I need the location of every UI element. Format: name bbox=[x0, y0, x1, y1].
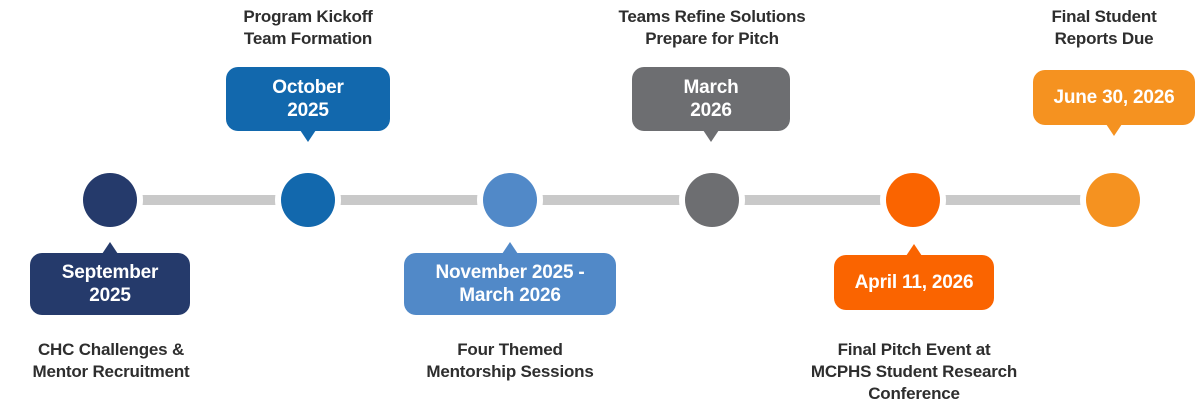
timeline-caption-2: Program Kickoff Team Formation bbox=[243, 7, 373, 49]
timeline-node-5[interactable] bbox=[886, 173, 940, 227]
timeline-badge-1[interactable]: September 2025 bbox=[30, 253, 190, 315]
timeline-caption-1: CHC Challenges & Mentor Recruitment bbox=[32, 340, 190, 382]
timeline-node-4[interactable] bbox=[685, 173, 739, 227]
timeline-node-3[interactable] bbox=[483, 173, 537, 227]
timeline-badge-label-3: November 2025 - March 2026 bbox=[435, 261, 585, 306]
timeline-caption-6: Final Student Reports Due bbox=[1051, 7, 1157, 49]
timeline-rail bbox=[110, 195, 1113, 205]
timeline-badge-4[interactable]: March 2026 bbox=[632, 67, 790, 131]
timeline-caption-5: Final Pitch Event at MCPHS Student Resea… bbox=[810, 340, 1018, 404]
timeline-node-1[interactable] bbox=[83, 173, 137, 227]
timeline-badge-2[interactable]: October 2025 bbox=[226, 67, 390, 131]
timeline-node-6[interactable] bbox=[1086, 173, 1140, 227]
timeline-badge-5[interactable]: April 11, 2026 bbox=[834, 255, 994, 310]
timeline-badge-3[interactable]: November 2025 - March 2026 bbox=[404, 253, 616, 315]
timeline-badge-label-2: October 2025 bbox=[272, 76, 344, 121]
timeline-caption-4: Teams Refine Solutions Prepare for Pitch bbox=[618, 7, 806, 49]
timeline-badge-label-1: September 2025 bbox=[61, 261, 159, 306]
timeline-badge-label-5: April 11, 2026 bbox=[854, 271, 974, 293]
timeline-badge-label-4: March 2026 bbox=[683, 76, 739, 121]
timeline-badge-label-6: June 30, 2026 bbox=[1053, 86, 1175, 108]
timeline-node-2[interactable] bbox=[281, 173, 335, 227]
timeline-caption-3: Four Themed Mentorship Sessions bbox=[426, 340, 594, 382]
timeline-badge-6[interactable]: June 30, 2026 bbox=[1033, 70, 1195, 125]
